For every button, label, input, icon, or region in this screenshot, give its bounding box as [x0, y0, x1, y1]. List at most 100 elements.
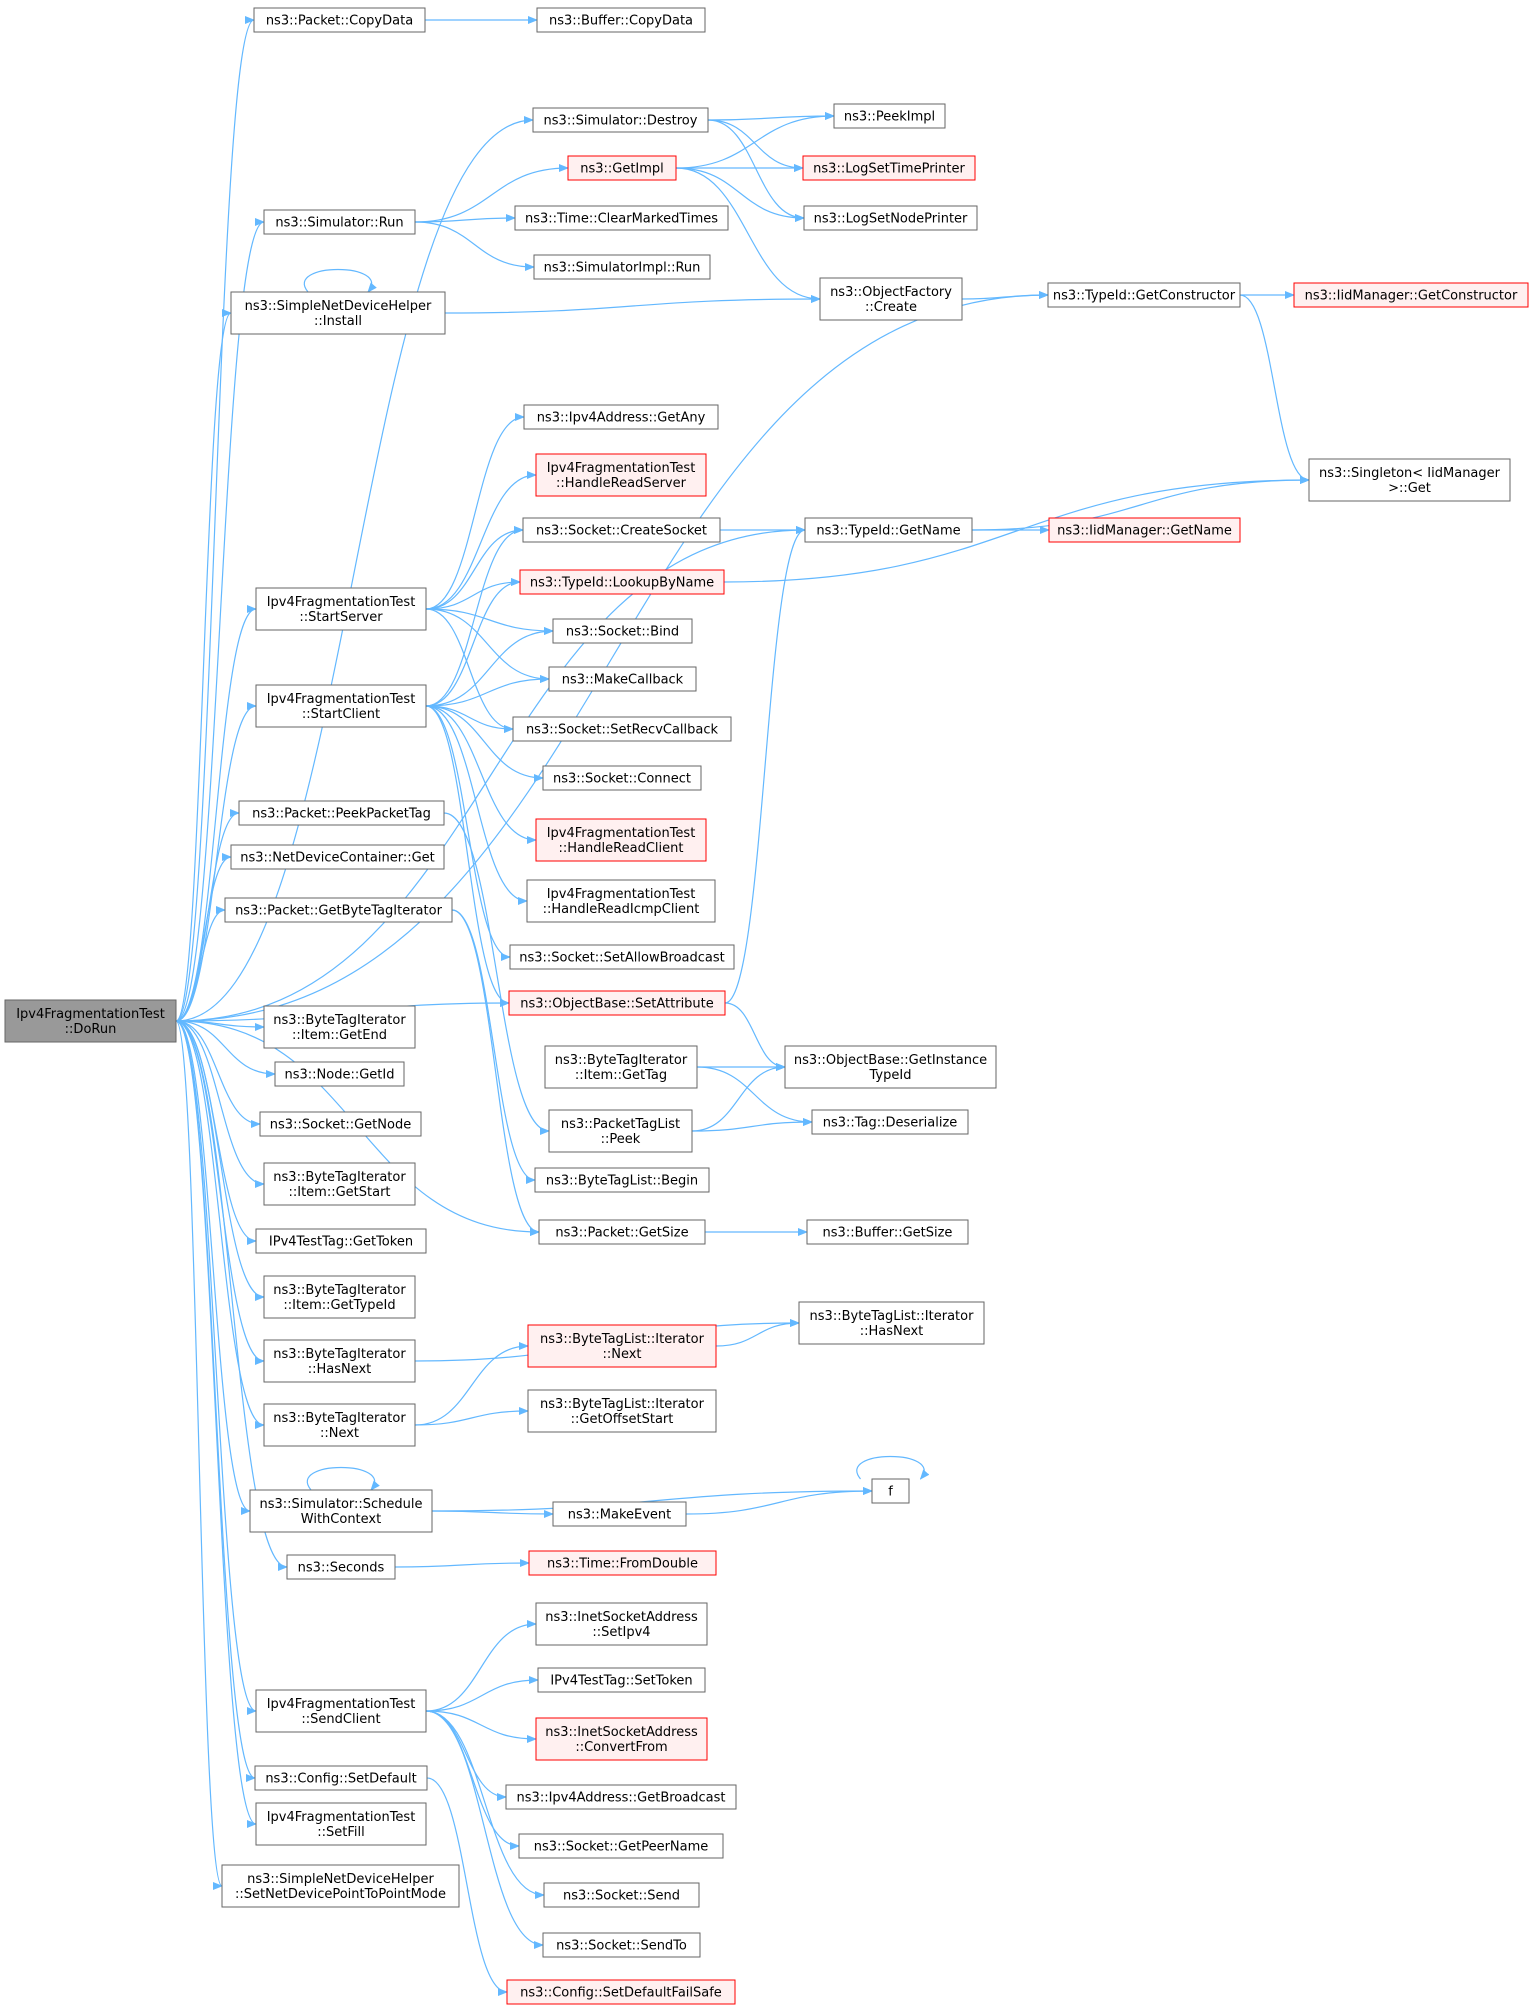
edge-dorun-to-itemgettypeid	[175, 1020, 265, 1301]
node-startserver[interactable]: Ipv4FragmentationTest::StartServer	[255, 587, 427, 631]
node-getbroadcast[interactable]: ns3::Ipv4Address::GetBroadcast	[505, 1784, 737, 1810]
node-getctor[interactable]: ns3::TypeId::GetConstructor	[1047, 282, 1241, 308]
node-destroy[interactable]: ns3::Simulator::Destroy	[532, 107, 709, 133]
node-startclient[interactable]: Ipv4FragmentationTest::StartClient	[255, 684, 427, 728]
edge-sendclient-to-convertfrom	[425, 1710, 537, 1743]
node-box-nodegetid	[274, 1061, 405, 1087]
edge-peekpackettag-to-ptlpeek	[443, 812, 550, 1135]
node-connect[interactable]: ns3::Socket::Connect	[542, 765, 702, 791]
node-makeevent[interactable]: ns3::MakeEvent	[552, 1501, 687, 1527]
node-dorun[interactable]: Ipv4FragmentationTest::DoRun	[4, 999, 177, 1043]
node-configsetdefault[interactable]: ns3::Config::SetDefault	[254, 1765, 428, 1791]
node-nodegetid[interactable]: ns3::Node::GetId	[274, 1061, 405, 1087]
node-hrclient[interactable]: Ipv4FragmentationTest::HandleReadClient	[535, 818, 707, 862]
node-sendclient[interactable]: Ipv4FragmentationTest::SendClient	[255, 1689, 427, 1733]
node-label-bufcopydata-line-0: ns3::Buffer::CopyData	[549, 14, 693, 29]
node-f[interactable]: f	[871, 1478, 910, 1504]
node-label-getany-line-0: ns3::Ipv4Address::GetAny	[537, 411, 706, 426]
node-tagdeser[interactable]: ns3::Tag::Deserialize	[811, 1109, 969, 1135]
node-box-hrserver	[535, 453, 707, 497]
edge-startclient-to-hricmp	[425, 705, 528, 905]
node-setrecv[interactable]: ns3::Socket::SetRecvCallback	[512, 716, 732, 742]
node-btlbegin[interactable]: ns3::ByteTagList::Begin	[534, 1167, 710, 1193]
node-ptlpeek[interactable]: ns3::PacketTagList::Peek	[548, 1109, 693, 1153]
node-box-setrecv	[512, 716, 732, 742]
node-fromdouble[interactable]: ns3::Time::FromDouble	[528, 1550, 717, 1576]
node-label-setrecv-line-0: ns3::Socket::SetRecvCallback	[526, 723, 719, 738]
node-box-getinsttid	[784, 1045, 997, 1089]
node-getbytetagit[interactable]: ns3::Packet::GetByteTagIterator	[224, 897, 453, 923]
node-createsocket[interactable]: ns3::Socket::CreateSocket	[522, 517, 721, 543]
node-install[interactable]: ns3::SimpleNetDeviceHelper::Install	[230, 291, 446, 335]
node-label-peekpackettag-line-0: ns3::Packet::PeekPacketTag	[252, 807, 431, 822]
node-itemgetstart[interactable]: ns3::ByteTagIterator::Item::GetStart	[263, 1162, 416, 1206]
node-getimpl[interactable]: ns3::GetImpl	[567, 155, 677, 181]
node-implrun[interactable]: ns3::SimulatorImpl::Run	[533, 254, 711, 280]
node-clearmarked[interactable]: ns3::Time::ClearMarkedTimes	[514, 205, 729, 231]
node-setptp[interactable]: ns3::SimpleNetDeviceHelper::SetNetDevice…	[221, 1864, 460, 1908]
node-objfactory[interactable]: ns3::ObjectFactory::Create	[819, 277, 963, 321]
node-label-createsocket-line-0: ns3::Socket::CreateSocket	[536, 524, 707, 539]
node-itemgetend[interactable]: ns3::ByteTagIterator::Item::GetEnd	[263, 1005, 416, 1049]
node-sockgetnode[interactable]: ns3::Socket::GetNode	[259, 1111, 422, 1137]
node-setipv4[interactable]: ns3::InetSocketAddress::SetIpv4	[535, 1602, 708, 1646]
node-setfill[interactable]: Ipv4FragmentationTest::SetFill	[255, 1802, 427, 1846]
node-getpeername[interactable]: ns3::Socket::GetPeerName	[518, 1833, 724, 1859]
node-label-connect-line-0: ns3::Socket::Connect	[553, 772, 691, 787]
node-btliterhasnext[interactable]: ns3::ByteTagList::Iterator::HasNext	[798, 1301, 985, 1345]
node-typeidgetname[interactable]: ns3::TypeId::GetName	[804, 517, 973, 543]
node-box-tagdeser	[811, 1109, 969, 1135]
node-lognode[interactable]: ns3::LogSetNodePrinter	[803, 205, 978, 231]
node-peekimpl[interactable]: ns3::PeekImpl	[833, 103, 946, 129]
node-setdefaultfs[interactable]: ns3::Config::SetDefaultFailSafe	[506, 1979, 736, 2005]
node-box-itemgetstart	[263, 1162, 416, 1206]
node-label-setdefaultfs-line-0: ns3::Config::SetDefaultFailSafe	[520, 1986, 722, 2001]
node-copydata[interactable]: ns3::Packet::CopyData	[253, 7, 426, 33]
node-btlitnext[interactable]: ns3::ByteTagList::Iterator::Next	[527, 1324, 717, 1368]
node-box-singleton	[1308, 458, 1511, 502]
node-box-pktgetsize	[538, 1219, 706, 1245]
node-settoken[interactable]: IPv4TestTag::SetToken	[537, 1667, 706, 1693]
node-bind[interactable]: ns3::Socket::Bind	[552, 618, 693, 644]
node-label-btliterhasnext-line-1: ::HasNext	[860, 1324, 924, 1339]
node-box-convertfrom	[535, 1717, 708, 1761]
node-setattr[interactable]: ns3::ObjectBase::SetAttribute	[508, 990, 726, 1016]
node-bufcopydata[interactable]: ns3::Buffer::CopyData	[536, 7, 706, 33]
node-hrserver[interactable]: Ipv4FragmentationTest::HandleReadServer	[535, 453, 707, 497]
node-label-btlitoffset-line-0: ns3::ByteTagList::Iterator	[540, 1397, 705, 1412]
node-ndcget[interactable]: ns3::NetDeviceContainer::Get	[230, 844, 445, 870]
edge-startclient-to-bind	[425, 627, 554, 707]
node-itemgettag[interactable]: ns3::ByteTagIterator::Item::GetTag	[544, 1045, 698, 1089]
node-box-getctor	[1047, 282, 1241, 308]
node-logtime[interactable]: ns3::LogSetTimePrinter	[802, 155, 976, 181]
edge-schedctx-to-schedctx	[307, 1466, 380, 1491]
node-itemgettypeid[interactable]: ns3::ByteTagIterator::Item::GetTypeId	[263, 1275, 416, 1319]
node-pktgetsize[interactable]: ns3::Packet::GetSize	[538, 1219, 706, 1245]
node-iidctor[interactable]: ns3::IidManager::GetConstructor	[1293, 282, 1529, 308]
node-socksend[interactable]: ns3::Socket::Send	[543, 1882, 700, 1908]
node-label-destroy-line-0: ns3::Simulator::Destroy	[544, 114, 698, 129]
node-convertfrom[interactable]: ns3::InetSocketAddress::ConvertFrom	[535, 1717, 708, 1761]
node-peekpackettag[interactable]: ns3::Packet::PeekPacketTag	[238, 800, 445, 826]
node-hricmp[interactable]: Ipv4FragmentationTest::HandleReadIcmpCli…	[526, 879, 716, 923]
node-iidgetname[interactable]: ns3::IidManager::GetName	[1048, 517, 1241, 543]
node-singleton[interactable]: ns3::Singleton< IidManager>::Get	[1308, 458, 1511, 502]
node-gettoken[interactable]: IPv4TestTag::GetToken	[255, 1228, 427, 1254]
node-label-bind-line-0: ns3::Socket::Bind	[566, 625, 679, 640]
node-makecallback[interactable]: ns3::MakeCallback	[548, 666, 697, 692]
node-getany[interactable]: ns3::Ipv4Address::GetAny	[523, 404, 719, 430]
node-run[interactable]: ns3::Simulator::Run	[263, 209, 416, 235]
node-btihasnext[interactable]: ns3::ByteTagIterator::HasNext	[263, 1339, 416, 1383]
node-btinext[interactable]: ns3::ByteTagIterator::Next	[263, 1403, 416, 1447]
node-lookupbyname[interactable]: ns3::TypeId::LookupByName	[519, 569, 725, 595]
node-seconds[interactable]: ns3::Seconds	[286, 1554, 396, 1580]
node-socksendto[interactable]: ns3::Socket::SendTo	[542, 1932, 701, 1958]
node-setallowbc[interactable]: ns3::Socket::SetAllowBroadcast	[509, 944, 735, 970]
node-btlitoffset[interactable]: ns3::ByteTagList::Iterator::GetOffsetSta…	[527, 1389, 717, 1433]
node-label-setipv4-line-1: ::SetIpv4	[592, 1625, 650, 1640]
node-bufgetsize[interactable]: ns3::Buffer::GetSize	[806, 1219, 969, 1245]
node-label-setptp-line-0: ns3::SimpleNetDeviceHelper	[247, 1872, 434, 1887]
node-box-implrun	[533, 254, 711, 280]
